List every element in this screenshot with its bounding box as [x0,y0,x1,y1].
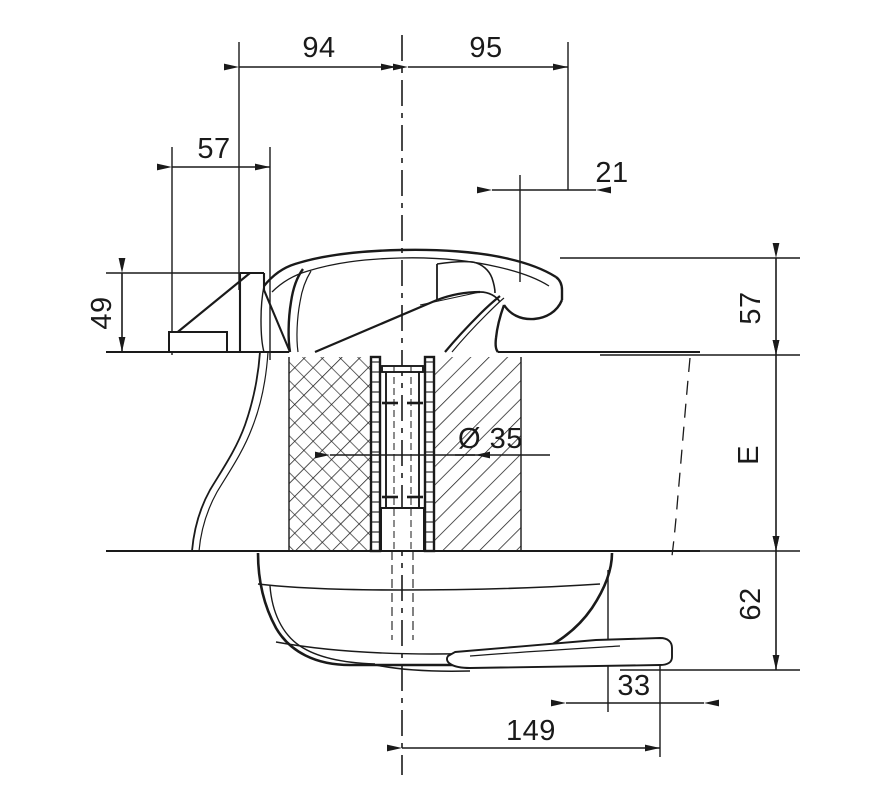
dimension-E-label: E [733,445,765,465]
dimension-95-label: 95 [469,32,502,64]
central-stem-assembly [369,355,436,640]
dimension-diameter-35-label: Ø 35 [458,423,523,455]
dimension-21: 21 [477,157,628,194]
dimension-149-label: 149 [506,715,556,747]
dimension-33-label: 33 [617,670,650,702]
dimension-57-right-label: 57 [735,291,767,324]
faucet-body-upper [168,248,564,354]
dimension-diameter-35: Ø 35 [315,423,550,459]
extension-lines [106,42,800,757]
dimension-49-label: 49 [86,296,118,329]
dimension-57-upper-left-label: 57 [197,133,230,165]
dimension-33: 33 [551,670,719,707]
dimension-149: 149 [387,715,660,752]
break-line-right [671,357,691,557]
dimension-94: 94 [224,32,396,71]
faucet-shank-breakline [191,351,269,552]
dimension-57-upper-left: 57 [157,133,270,171]
dimension-21-label: 21 [595,157,628,189]
hatched-deck-section [288,357,522,551]
dimension-94-label: 94 [302,32,335,64]
dimension-62-label: 62 [735,587,767,620]
dimension-49: 49 [86,258,126,352]
basin-bowl [256,552,673,673]
dimension-57-right: 57 [735,243,780,355]
dimension-E: E [733,340,780,551]
dimension-95: 95 [393,32,568,71]
dimension-62: 62 [735,536,780,670]
